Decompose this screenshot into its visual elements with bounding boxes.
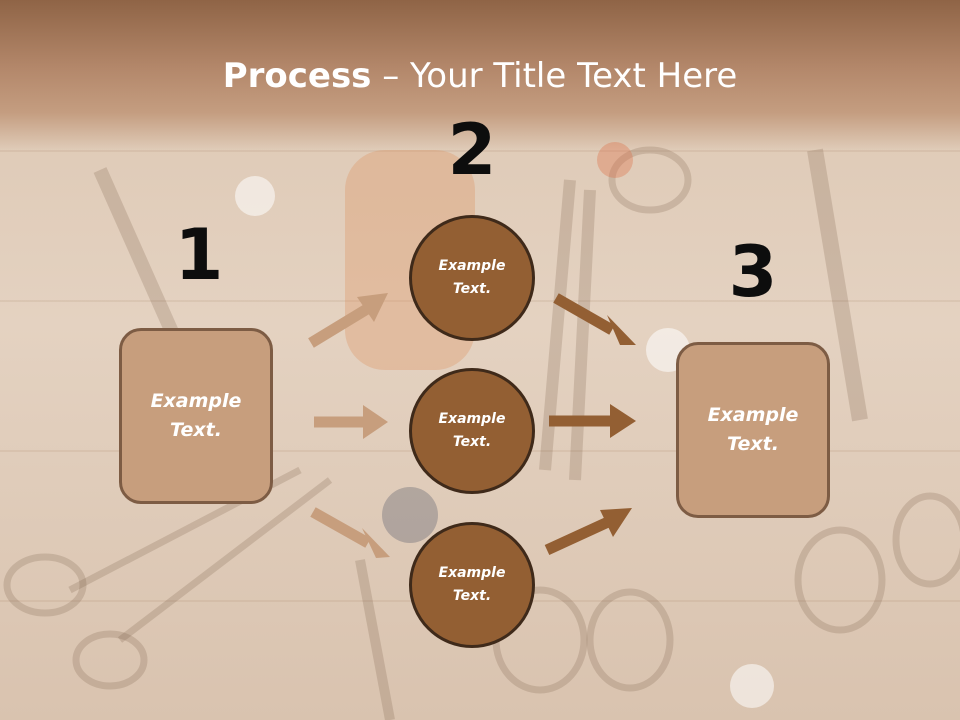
title-bold: Process	[222, 56, 372, 96]
circle-middle: Example Text.	[409, 368, 535, 494]
circle-middle-text: Example Text.	[438, 411, 506, 450]
circle-bottom: Example Text.	[409, 522, 535, 648]
step-box-3: Example Text.	[676, 342, 830, 518]
step-box-1-text: Example Text.	[150, 390, 242, 441]
circle-top: Example Text.	[409, 215, 535, 341]
arrow-left-middle	[314, 405, 388, 439]
title-band	[0, 0, 960, 150]
arrow-left-bottom	[310, 507, 390, 558]
slide-title: Process – Your Title Text Here	[0, 52, 960, 100]
arrow-right-middle	[549, 404, 636, 438]
arrow-right-bottom	[544, 508, 632, 555]
step-number-2: 2	[447, 109, 497, 191]
title-rest: – Your Title Text Here	[371, 56, 738, 96]
step-number-3: 3	[728, 231, 778, 313]
circle-top-text: Example Text.	[438, 258, 506, 297]
circle-bottom-text: Example Text.	[438, 565, 506, 604]
step-box-3-text: Example Text.	[707, 404, 799, 455]
step-number-1: 1	[174, 214, 224, 296]
arrow-left-top	[308, 293, 388, 348]
step-box-1: Example Text.	[119, 328, 273, 504]
arrow-right-top	[553, 293, 636, 345]
